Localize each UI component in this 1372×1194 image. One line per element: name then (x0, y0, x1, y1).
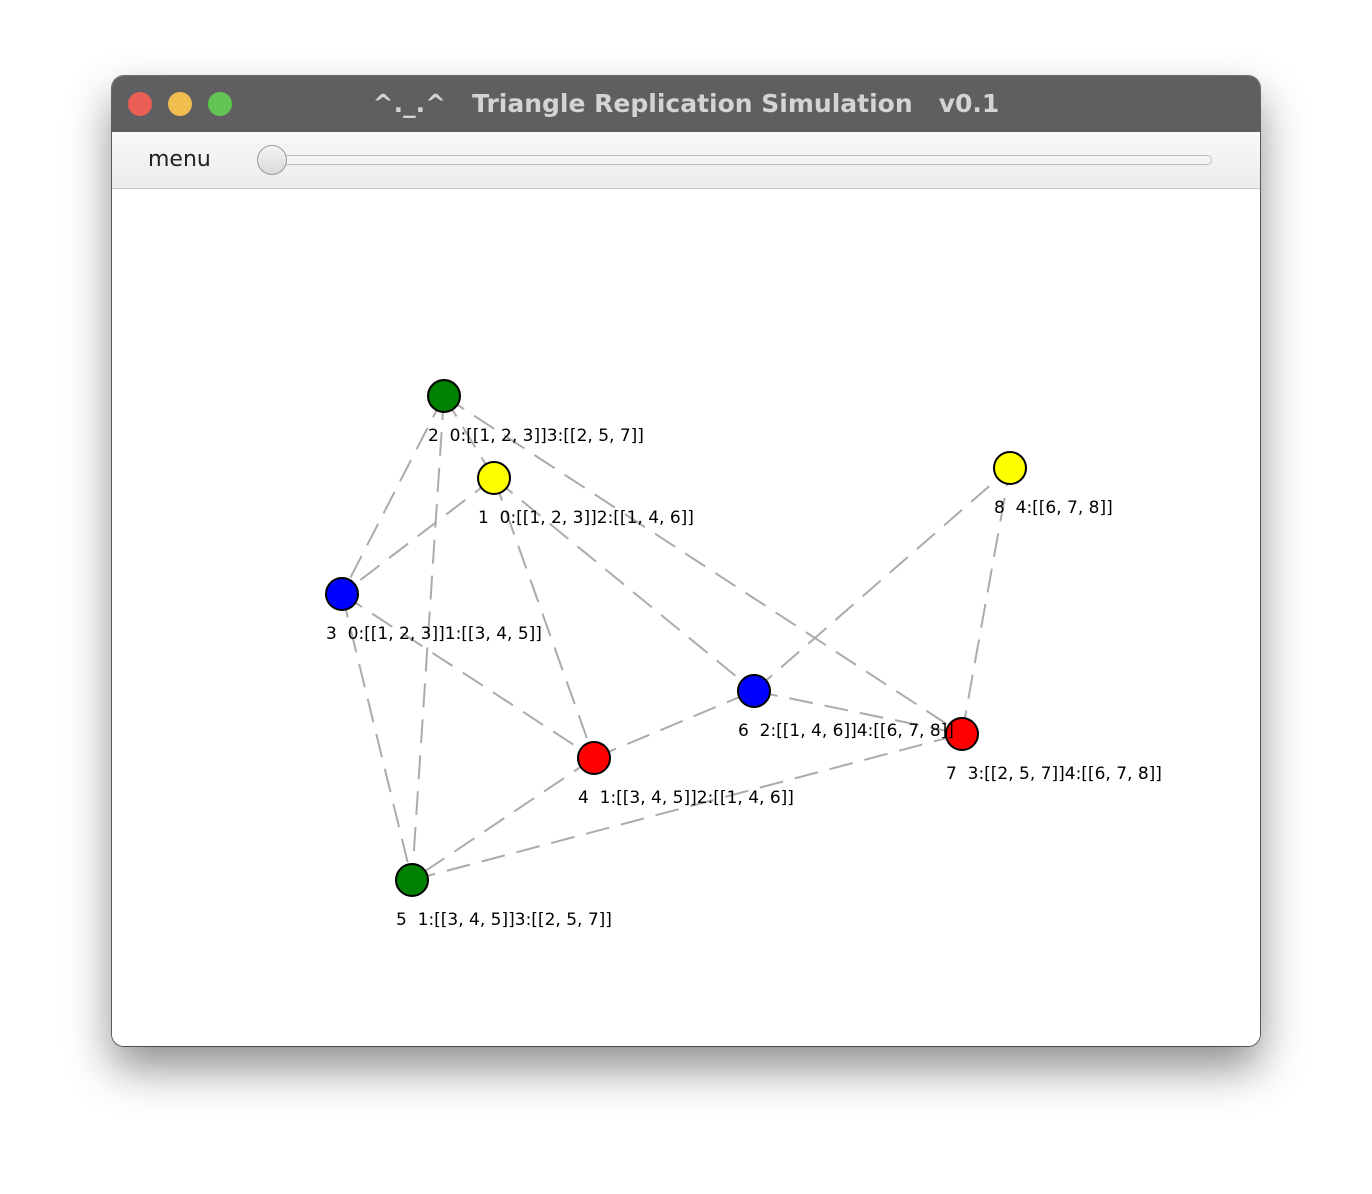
graph-node-label-2: 2 0:[[1, 2, 3]]3:[[2, 5, 7]] (428, 426, 644, 446)
graph-node-3[interactable] (325, 577, 359, 611)
graph-node-label-5: 5 1:[[3, 4, 5]]3:[[2, 5, 7]] (396, 910, 612, 930)
graph-node-6[interactable] (737, 674, 771, 708)
toolbar: menu (112, 132, 1260, 189)
graph-edge-4-5 (411, 757, 595, 881)
graph-edge-2-3 (341, 395, 445, 595)
graph-node-label-3: 3 0:[[1, 2, 3]]1:[[3, 4, 5]] (326, 624, 542, 644)
graph-edge-1-3 (341, 477, 495, 595)
minimize-window-button[interactable] (168, 92, 192, 116)
slider-thumb[interactable] (257, 145, 287, 175)
graph-edge-1-4 (493, 477, 595, 759)
menu-button[interactable]: menu (148, 147, 211, 172)
graph-edge-3-5 (341, 593, 413, 881)
edges-layer (341, 395, 1011, 881)
graph-node-5[interactable] (395, 863, 429, 897)
graph-node-label-6: 6 2:[[1, 4, 6]]4:[[6, 7, 8]] (738, 721, 954, 741)
title-bar[interactable]: ^._.^ Triangle Replication Simulation v0… (112, 76, 1260, 132)
graph-node-label-4: 4 1:[[3, 4, 5]]2:[[1, 4, 6]] (578, 788, 794, 808)
graph-node-8[interactable] (993, 451, 1027, 485)
graph-node-7[interactable] (945, 717, 979, 751)
graph-node-label-7: 7 3:[[2, 5, 7]]4:[[6, 7, 8]] (946, 764, 1162, 784)
graph-svg: 1 0:[[1, 2, 3]]2:[[1, 4, 6]] 2 0:[[1, 2, … (325, 379, 1162, 930)
graph-edge-1-6 (493, 477, 755, 692)
graph-node-2[interactable] (427, 379, 461, 413)
graph-edge-2-7 (443, 395, 963, 735)
window-title: ^._.^ Triangle Replication Simulation v0… (372, 89, 1000, 118)
graph-edge-7-8 (961, 467, 1011, 735)
app-window: ^._.^ Triangle Replication Simulation v0… (112, 76, 1260, 1046)
zoom-window-button[interactable] (208, 92, 232, 116)
graph-edge-5-7 (411, 733, 963, 881)
graph-node-1[interactable] (477, 461, 511, 495)
graph-edge-6-8 (753, 467, 1011, 692)
graph-node-label-1: 1 0:[[1, 2, 3]]2:[[1, 4, 6]] (478, 508, 694, 528)
slider-track[interactable] (262, 155, 1212, 165)
labels-layer: 1 0:[[1, 2, 3]]2:[[1, 4, 6]] 2 0:[[1, 2, … (326, 426, 1162, 930)
graph-node-label-8: 8 4:[[6, 7, 8]] (994, 498, 1113, 518)
graph-edge-2-5 (411, 395, 445, 881)
graph-node-4[interactable] (577, 741, 611, 775)
graph-edge-4-6 (593, 690, 755, 759)
graph-edge-3-4 (341, 593, 595, 759)
graph-canvas[interactable]: 1 0:[[1, 2, 3]]2:[[1, 4, 6]] 2 0:[[1, 2, … (112, 189, 1260, 1046)
close-window-button[interactable] (128, 92, 152, 116)
nodes-layer (325, 379, 1027, 897)
